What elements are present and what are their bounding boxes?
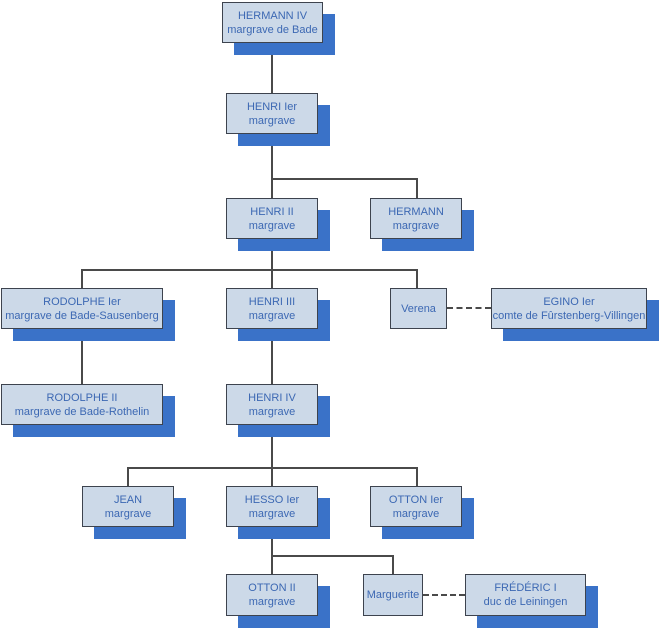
tree-node-verena: Verena — [390, 288, 447, 329]
connector-line — [81, 269, 83, 289]
node-title: EGINO Ier — [543, 295, 595, 308]
connector-line — [416, 178, 418, 199]
connector-line — [81, 269, 418, 271]
node-subtitle: margrave de Bade-Rothelin — [14, 405, 150, 418]
tree-node-marguerite: Marguerite — [363, 574, 423, 616]
node-title: FRÉDÉRIC I — [494, 582, 557, 594]
tree-node-henri-ier: HENRI Ier margrave — [226, 93, 318, 134]
tree-node-hesso-ier: HESSO Ier margrave — [226, 486, 318, 527]
node-title: RODOLPHE Ier — [43, 295, 121, 308]
marriage-line — [447, 307, 491, 309]
node-subtitle: duc de Leiningen — [483, 596, 568, 608]
node-subtitle: margrave — [248, 219, 296, 232]
node-subtitle: comte de Fûrstenberg-Villingen — [492, 309, 646, 322]
node-title: RODOLPHE II — [46, 391, 118, 404]
node-title: HERMANN — [388, 205, 444, 218]
node-subtitle: margrave — [104, 507, 152, 520]
connector-line — [392, 555, 394, 575]
tree-node-henri-ii: HENRI II margrave — [226, 198, 318, 239]
node-title: Marguerite — [366, 589, 420, 601]
connector-line — [271, 133, 273, 199]
connector-line — [127, 467, 418, 469]
node-subtitle: margrave — [248, 309, 296, 322]
node-subtitle: margrave de Bade — [227, 23, 318, 36]
node-subtitle: margrave — [392, 219, 440, 232]
connector-line — [271, 178, 418, 180]
connector-line — [416, 467, 418, 487]
tree-node-rodolphe-ier: RODOLPHE Ier margrave de Bade-Sausenberg — [1, 288, 163, 329]
connector-line — [271, 425, 273, 487]
node-title: HENRI III — [248, 295, 296, 308]
connector-line — [271, 555, 393, 557]
marriage-line — [423, 594, 465, 596]
node-title: HENRI II — [250, 205, 294, 218]
node-title: HESSO Ier — [244, 493, 300, 506]
node-title: HENRI IV — [248, 391, 296, 404]
node-subtitle: margrave — [248, 507, 296, 520]
connector-line — [271, 527, 273, 575]
node-subtitle: margrave — [248, 114, 296, 127]
connector-line — [416, 269, 418, 289]
tree-node-otton-ii: OTTON II margrave — [226, 574, 318, 616]
tree-node-henri-iv: HENRI IV margrave — [226, 384, 318, 425]
connector-line — [271, 239, 273, 289]
node-title: OTTON Ier — [388, 493, 444, 506]
tree-node-frederic-i: FRÉDÉRIC I duc de Leiningen — [465, 574, 586, 616]
node-title: JEAN — [113, 493, 143, 506]
tree-node-jean: JEAN margrave — [82, 486, 174, 527]
node-title: OTTON II — [248, 582, 296, 594]
node-title: Verena — [401, 302, 436, 315]
node-subtitle: margrave — [248, 596, 296, 608]
tree-node-henri-iii: HENRI III margrave — [226, 288, 318, 329]
node-subtitle: margrave — [392, 507, 440, 520]
tree-node-hermann-iv: HERMANN IV margrave de Bade — [222, 2, 323, 43]
tree-node-otton-ier: OTTON Ier margrave — [370, 486, 462, 527]
tree-node-egino-ier: EGINO Ier comte de Fûrstenberg-Villingen — [491, 288, 647, 329]
node-title: HERMANN IV — [237, 9, 308, 22]
tree-node-hermann: HERMANN margrave — [370, 198, 462, 239]
tree-node-rodolphe-ii: RODOLPHE II margrave de Bade-Rothelin — [1, 384, 163, 425]
node-title: HENRI Ier — [246, 100, 298, 113]
connector-line — [271, 329, 273, 385]
node-subtitle: margrave de Bade-Sausenberg — [5, 309, 159, 322]
connector-line — [271, 42, 273, 94]
connector-line — [81, 329, 83, 385]
connector-line — [127, 467, 129, 487]
node-subtitle: margrave — [248, 405, 296, 418]
